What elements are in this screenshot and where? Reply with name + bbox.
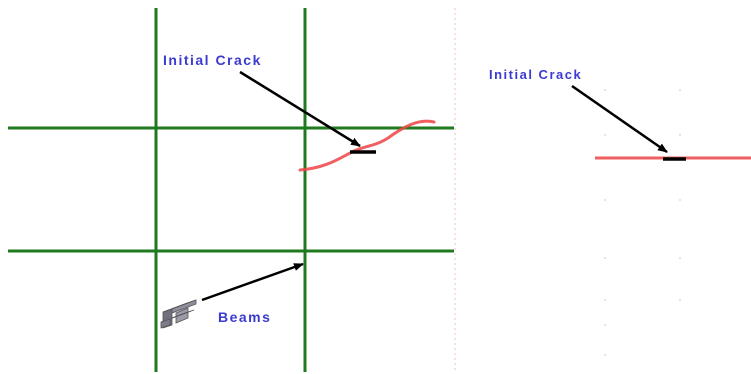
right-initial-crack-label: Initial Crack [489, 67, 583, 82]
left-initial-crack-label: Initial Crack [163, 52, 262, 68]
beam-icon [160, 299, 197, 329]
right-crack-arrow [571, 84, 668, 154]
left-crack-arrow [239, 70, 361, 148]
left-crack-curve [298, 119, 436, 172]
beams-label: Beams [218, 309, 272, 325]
right-panel-grid-dots [604, 89, 681, 356]
beam-grid [8, 8, 454, 372]
beams-arrow [201, 262, 304, 302]
